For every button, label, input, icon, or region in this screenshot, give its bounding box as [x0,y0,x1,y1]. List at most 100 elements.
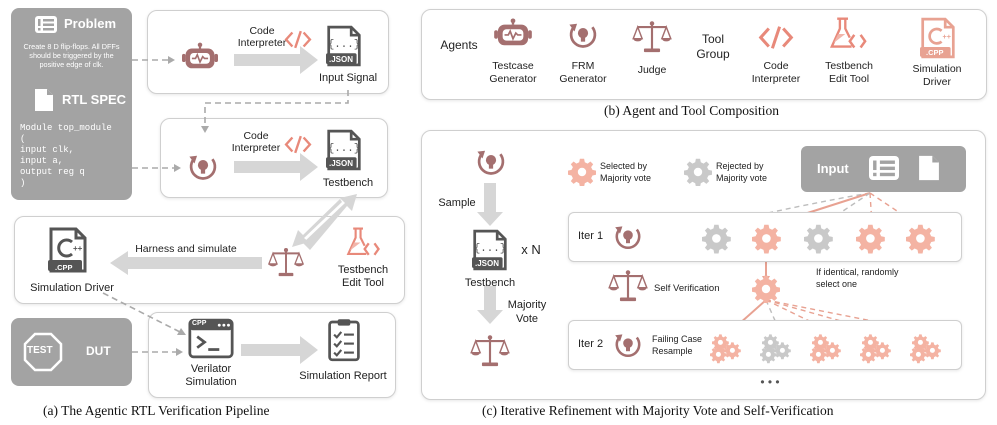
tb-edit-tool-label-2: Edit Tool [342,277,384,289]
agent-tool-box [421,9,987,100]
code-interpreter-label-1b: Code [243,130,269,142]
iter1-gears [700,224,940,259]
self-verification-label: Self Verification [654,283,720,294]
frm-sample-icon [474,144,508,178]
problem-title: Problem [64,16,117,31]
failing-case-1: Failing Case [652,334,703,344]
small-gear-icon [810,346,827,364]
small-gear-icon [862,334,879,352]
problem-text-2: should be triggered by the [29,51,114,60]
problem-text-3: positive edge of clk. [39,60,104,69]
simulation-driver-icon: ++ [48,226,88,279]
small-gear-icon [724,342,741,360]
json-tag: .JSON [329,55,354,64]
identical-note-1: If identical, randomly [816,267,899,277]
verilator-label-2: Simulation [185,376,237,388]
file-icon [34,88,54,117]
spec-code-4: input a, [20,156,64,166]
list-icon [35,16,57,33]
sim-driver-label-2: Driver [923,76,951,88]
code-interp-label-2: Interpreter [751,73,801,85]
tool-group-label-2: Group [696,47,730,61]
selected-legend-1: Selected by [600,161,648,171]
spec-code-2: ( [20,134,26,144]
json-tag-c: .JSON [475,259,500,268]
spec-title: RTL SPEC [62,92,127,107]
ellipsis: • • • [760,375,780,389]
simulation-report-label: Simulation Report [299,370,387,382]
iter1-frm-icon [612,220,644,252]
dut-panel [11,318,132,386]
identical-note-2: select one [816,279,858,289]
iter2-frm-icon [612,328,644,360]
rejected-legend-1: Rejected by [716,161,764,171]
failing-case-2: Resample [652,346,693,356]
majority-vote-label-2: Vote [515,313,539,325]
cpp-tag-b: .CPP [926,48,944,57]
self-verification-judge-icon [608,268,648,302]
spec-code-1: Module top_module [20,123,112,133]
small-gear-icon [710,346,727,364]
small-gear-icon [812,334,829,352]
tb-edit-tool-label-1: Testbench [337,264,389,276]
input-signal-label: Input Signal [318,72,378,84]
testcase-label-1: Testcase [492,60,534,72]
code-interp-label-1: Code [763,60,789,72]
times-n-label: x N [521,242,541,257]
test-icon [23,332,63,377]
caption-b: (b) Agent and Tool Composition [604,103,780,118]
simulation-driver-label: Simulation Driver [30,282,114,294]
tb-edit-label-2: Edit Tool [828,73,870,85]
spec-code-5: output reg q [20,167,85,177]
spec-code-6: ) [20,178,26,188]
tb-edit-label-1: Testbench [825,60,873,72]
input-file-icon [918,154,940,187]
harness-label: Harness and simulate [135,243,237,255]
svg-text:++: ++ [73,244,83,253]
frm-label-1: FRM [571,60,595,72]
small-gear-icon [912,334,929,352]
small-gear-icon [874,342,891,360]
iter2-gear-clusters [708,330,958,369]
small-gear-icon [910,346,927,364]
json-tag-2: .JSON [329,159,354,168]
majority-judge-icon [470,333,510,367]
code-interpreter-label-2b: Interpreter [231,142,281,154]
frm-label-2: Generator [559,73,607,85]
code-interpreter-label-1: Code [249,25,275,37]
selected-gear-legend-icon [568,158,596,186]
testbench-label-c: Testbench [464,277,516,289]
cpp-window-label: CPP [192,320,207,327]
caption-c: (c) Iterative Refinement with Majority V… [482,403,834,418]
tool-group-label-1: Tool [701,32,724,46]
simulation-driver-cpp-icon: ++ [920,16,956,65]
agents-label: Agents [440,38,478,52]
selected-legend-2: Majority vote [600,173,652,183]
iter1-label: Iter 1 [578,230,604,242]
selected-gear-icon [752,275,780,303]
problem-text-1: Create 8 D flip-flops. All DFFs [23,42,120,51]
small-gear-icon [860,346,877,364]
sim-driver-label-1: Simulation [912,63,962,75]
small-gear-icon [774,342,791,360]
small-gear-icon [762,334,779,352]
verilator-label-1: Verilator [190,363,232,375]
code-interpreter-label-2: Interpreter [237,37,287,49]
test-icon-text: TEST [27,345,53,356]
iter2-label: Iter 2 [578,338,604,350]
majority-vote-label-1: Majority [507,299,547,311]
input-label: Input [817,161,849,176]
rejected-legend-2: Majority vote [716,173,768,183]
dut-label: DUT [86,344,111,358]
small-gear-icon [760,346,777,364]
testbench-label: Testbench [322,177,374,189]
small-gear-icon [924,342,941,360]
svg-text:++: ++ [943,32,951,41]
input-list-icon [869,156,899,180]
caption-a: (a) The Agentic RTL Verification Pipelin… [43,403,270,418]
judge-label: Judge [637,64,667,76]
small-gear-icon [712,334,729,352]
problem-panel [11,8,132,200]
spec-code-3: input clk, [20,145,75,155]
